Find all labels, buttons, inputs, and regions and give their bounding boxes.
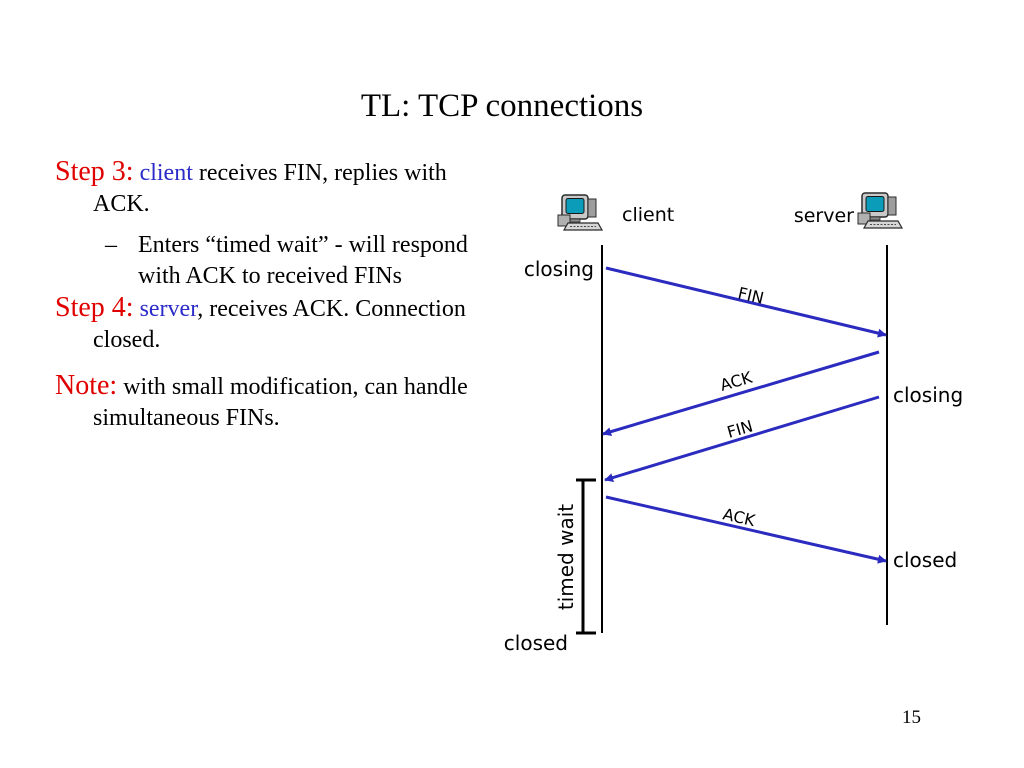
server-state-closed: closed bbox=[893, 548, 957, 572]
sub-bullet-text: Enters “timed wait” - will respond with … bbox=[138, 232, 468, 289]
client-computer-icon bbox=[557, 194, 603, 231]
sub-bullet-timed-wait: –Enters “timed wait” - will respond with… bbox=[105, 230, 495, 292]
server-computer-icon bbox=[857, 192, 903, 229]
message-label-fin-1: FIN bbox=[736, 283, 766, 307]
slide-title: TL: TCP connections bbox=[360, 88, 644, 124]
message-label-fin-2: FIN bbox=[725, 416, 755, 441]
client-state-closed: closed bbox=[504, 631, 568, 655]
note-text: with small modification, can handle simu… bbox=[93, 374, 468, 431]
client-state-closing: closing bbox=[524, 257, 594, 281]
client-label: client bbox=[622, 204, 674, 226]
fin-arrow-server-to-client bbox=[604, 395, 880, 482]
timed-wait-bracket bbox=[576, 478, 596, 635]
step-3-label: Step 3: bbox=[55, 156, 134, 187]
message-label-ack-2: ACK bbox=[721, 504, 757, 530]
server-label: server bbox=[794, 205, 854, 227]
step-4-text: , receives ACK. Connection closed. bbox=[93, 296, 466, 353]
client-state-timed-wait: timed wait bbox=[554, 504, 578, 610]
bullet-note: Note: with small modification, can handl… bbox=[55, 370, 495, 434]
bullet-list: Step 3: client receives FIN, replies wit… bbox=[55, 156, 495, 434]
server-state-closing: closing bbox=[893, 383, 963, 407]
bullet-step-4: Step 4: server, receives ACK. Connection… bbox=[55, 292, 495, 356]
step-4-label: Step 4: bbox=[55, 292, 134, 323]
sub-bullet-dash: – bbox=[105, 232, 117, 258]
step-3-text: receives FIN, replies with ACK. bbox=[93, 160, 447, 217]
fin-arrow-client-to-server bbox=[605, 266, 887, 338]
client-highlight: client bbox=[139, 160, 193, 186]
server-highlight: server bbox=[139, 296, 198, 322]
ack-arrow-client-to-server bbox=[605, 495, 887, 564]
ack-arrow-server-to-client bbox=[602, 350, 880, 437]
page-number: 15 bbox=[902, 707, 921, 728]
note-label: Note: bbox=[55, 370, 118, 401]
bullet-step-3: Step 3: client receives FIN, replies wit… bbox=[55, 156, 495, 220]
